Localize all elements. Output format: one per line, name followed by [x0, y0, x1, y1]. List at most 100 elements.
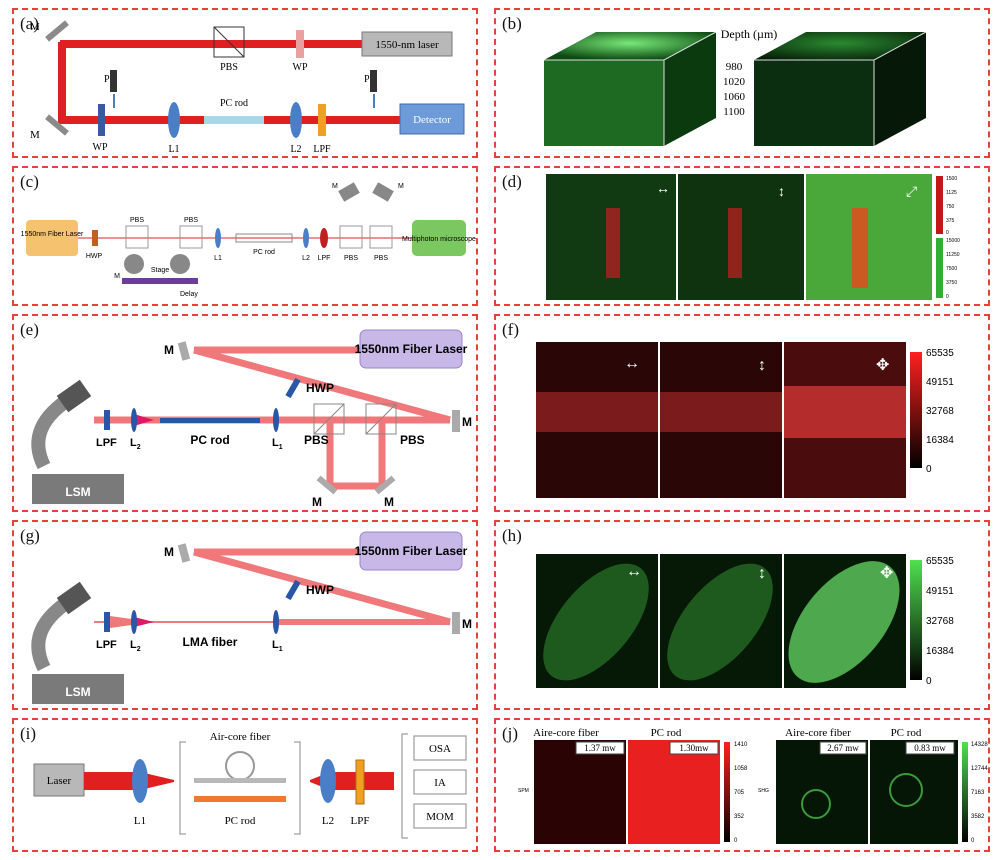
- lens-g-l2: [131, 610, 137, 634]
- j-red-colorbar: [724, 742, 730, 842]
- image-f: ↔ ↕ ✥ 65535 49151 32768 16384 0: [536, 342, 954, 498]
- lsm-head-g: [56, 581, 92, 615]
- m-label-2: M: [30, 129, 40, 141]
- image-b: Depth (µm) 980 1020 1060 1100: [544, 27, 927, 146]
- hwp-c: [92, 230, 98, 246]
- laser-e-label: 1550nm Fiber Laser: [355, 342, 468, 356]
- pc-rod-e: [160, 418, 260, 423]
- m-c-label-2: M: [332, 183, 338, 190]
- pbs-label: PBS: [220, 62, 238, 73]
- panel-label-j: (j): [502, 724, 519, 743]
- panel-e: (e) M 1550nm Fiber Laser HWP M PBS PBS M…: [12, 314, 478, 512]
- m-e-2: M: [462, 415, 472, 429]
- cube-1-top: [544, 32, 716, 60]
- f-t2: 32768: [926, 406, 954, 417]
- diagram-e: M 1550nm Fiber Laser HWP M PBS PBS M M L…: [31, 329, 472, 509]
- depth-4: 1100: [723, 106, 745, 118]
- d-arrow-2: ↕: [778, 183, 785, 199]
- lsm-base-e: [32, 474, 124, 504]
- microscope-label: Multiphoton microscope: [402, 236, 476, 243]
- d-green-t1: 11250: [946, 252, 960, 258]
- h-t0: 65535: [926, 556, 954, 567]
- depth-3: 1060: [723, 91, 746, 103]
- cube-1-side: [664, 32, 716, 146]
- d-red-t4: 0: [946, 230, 949, 236]
- l1-g-label: L1: [272, 639, 283, 653]
- h-t4: 0: [926, 676, 932, 687]
- d-red-t2: 750: [946, 204, 955, 210]
- depth-1: 980: [726, 61, 743, 73]
- lens-e-l2: [131, 408, 137, 432]
- mom-label: MOM: [426, 811, 454, 823]
- panel-label-d: (d): [502, 172, 522, 191]
- f-arrow-2: ↕: [758, 357, 766, 374]
- mom-box: [413, 803, 467, 829]
- beam-top: [60, 40, 376, 48]
- cube-2-top: [754, 32, 926, 60]
- lens-l2: [290, 102, 302, 138]
- bracket-i-left: [179, 741, 186, 835]
- j-red-t2: 705: [734, 790, 745, 796]
- pc-rod-c: [235, 233, 293, 243]
- ia-box: [413, 769, 467, 795]
- h-t1: 49151: [926, 586, 954, 597]
- panel-b: (b) Depth (µm) 980 1020 1060 1100: [494, 8, 990, 158]
- pbs-c-4-label: PBS: [374, 255, 388, 262]
- beam-g-2: [193, 548, 451, 626]
- lpf-e-label: LPF: [96, 437, 117, 449]
- d-red-colorbar: [936, 176, 943, 234]
- pbs-e-2-label: PBS: [400, 433, 425, 447]
- laser-g-box: [359, 531, 463, 571]
- lpf-g-label: LPF: [96, 639, 117, 651]
- laser-box: [361, 31, 453, 57]
- h-arrow-3: ✥: [880, 565, 893, 582]
- d-green-t2: 7500: [946, 266, 957, 272]
- panel-f: (f) ↔ ↕ ✥ 65535 49151 32768 16384 0: [494, 314, 990, 512]
- cube-2-side: [874, 32, 926, 146]
- pbs-c-2-label: PBS: [184, 217, 198, 224]
- pc-rod: [204, 116, 264, 124]
- panel-label-e: (e): [20, 320, 39, 339]
- d-red-t3: 375: [946, 218, 955, 224]
- laser-c-label: 1550nm Fiber Laser: [21, 231, 84, 238]
- depth-title: Depth (µm): [721, 27, 778, 41]
- j-air-core-1: Aire-core fiber: [533, 727, 599, 739]
- j-air-core-2: Aire-core fiber: [785, 727, 851, 739]
- m-e-1: M: [164, 343, 174, 357]
- lens-i-l2: [320, 759, 336, 803]
- d-arrow-3: ⤢: [906, 183, 917, 199]
- panel-a: (a) M M 1550-nm laser PBS WP P P WP L1: [12, 8, 478, 158]
- wp-top-label: WP: [293, 62, 308, 73]
- pbs-e-1-label: PBS: [304, 433, 329, 447]
- panel-label-b: (b): [502, 14, 522, 33]
- detector-label: Detector: [413, 114, 451, 126]
- delay-c-label: Delay: [180, 291, 198, 298]
- laser-e-box: [359, 329, 463, 369]
- m-g-2: M: [462, 617, 472, 631]
- mirror-e-3: [316, 475, 338, 495]
- j-green-colorbar: [962, 742, 968, 842]
- microscope-box: [412, 220, 466, 256]
- diagram-g: M 1550nm Fiber Laser HWP M LPF L2 LMA fi…: [31, 531, 472, 704]
- panel-g: (g) M 1550nm Fiber Laser HWP M LPF L2 LM…: [12, 520, 478, 710]
- hwp-g-label: HWP: [306, 583, 334, 597]
- m-e-3: M: [312, 495, 322, 509]
- air-core-label: Air-core fiber: [210, 731, 271, 743]
- l2-label: L2: [290, 144, 301, 155]
- j-red-t4: 0: [734, 838, 738, 844]
- lens-c-l1: [215, 228, 221, 248]
- beam-e-2: [193, 346, 451, 424]
- panel-j: (j) Aire-core fiber PC rod SPM 1.37 mw 1…: [494, 718, 990, 852]
- d-green-colorbar: [936, 238, 943, 298]
- pc-rod-i-label: PC rod: [225, 815, 256, 827]
- pbs-c-2: [179, 225, 203, 249]
- j-power-1: 1.37 mw: [584, 743, 616, 753]
- l2-e-label: L2: [130, 437, 141, 451]
- d-arrow-1: ↔: [656, 180, 670, 196]
- j-green-t3: 3582: [971, 814, 985, 820]
- mirror-c-3: [338, 182, 360, 202]
- laser-c-box: [26, 220, 78, 256]
- hwp-g: [285, 579, 301, 601]
- lpf: [318, 104, 326, 136]
- pbs-e-1: [313, 403, 345, 435]
